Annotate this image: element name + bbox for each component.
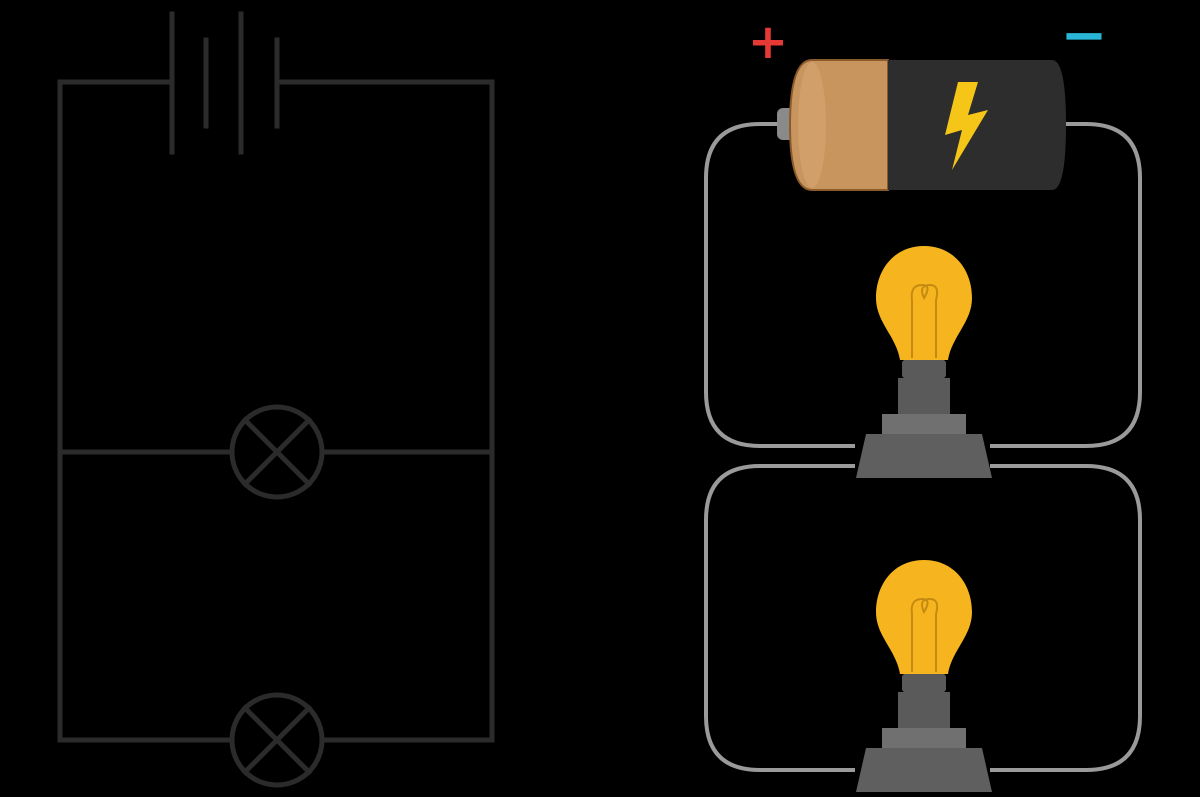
wire-lower-loop [704, 464, 1142, 772]
schematic-circuit [57, 11, 495, 788]
schematic-wire-top-right [274, 79, 495, 743]
lightning-bolt-icon [945, 82, 988, 170]
battery [777, 59, 1066, 191]
pictorial-circuit: + − [704, 3, 1142, 792]
positive-label: + [748, 14, 788, 70]
cross-circle-lamp-icon [229, 692, 325, 788]
negative-label: − [1061, 3, 1108, 68]
cross-circle-lamp-icon [229, 404, 325, 500]
light-bulb-icon [856, 246, 992, 478]
pictorial-wires [704, 122, 1142, 772]
wire-upper-loop [704, 122, 1142, 448]
light-bulb-icon [856, 560, 992, 792]
cell-symbol-icon [169, 11, 280, 155]
schematic-wire-top-left [57, 79, 235, 743]
